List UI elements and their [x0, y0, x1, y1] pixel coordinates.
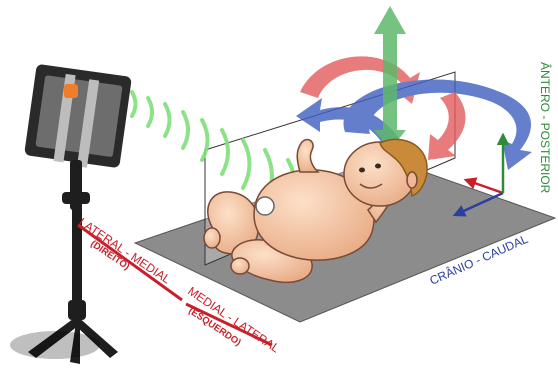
smartphone-icon [24, 64, 132, 168]
sensor-icon [256, 197, 274, 215]
label-antero-posterior: ÂNTERO - POSTERIOR [538, 62, 553, 194]
